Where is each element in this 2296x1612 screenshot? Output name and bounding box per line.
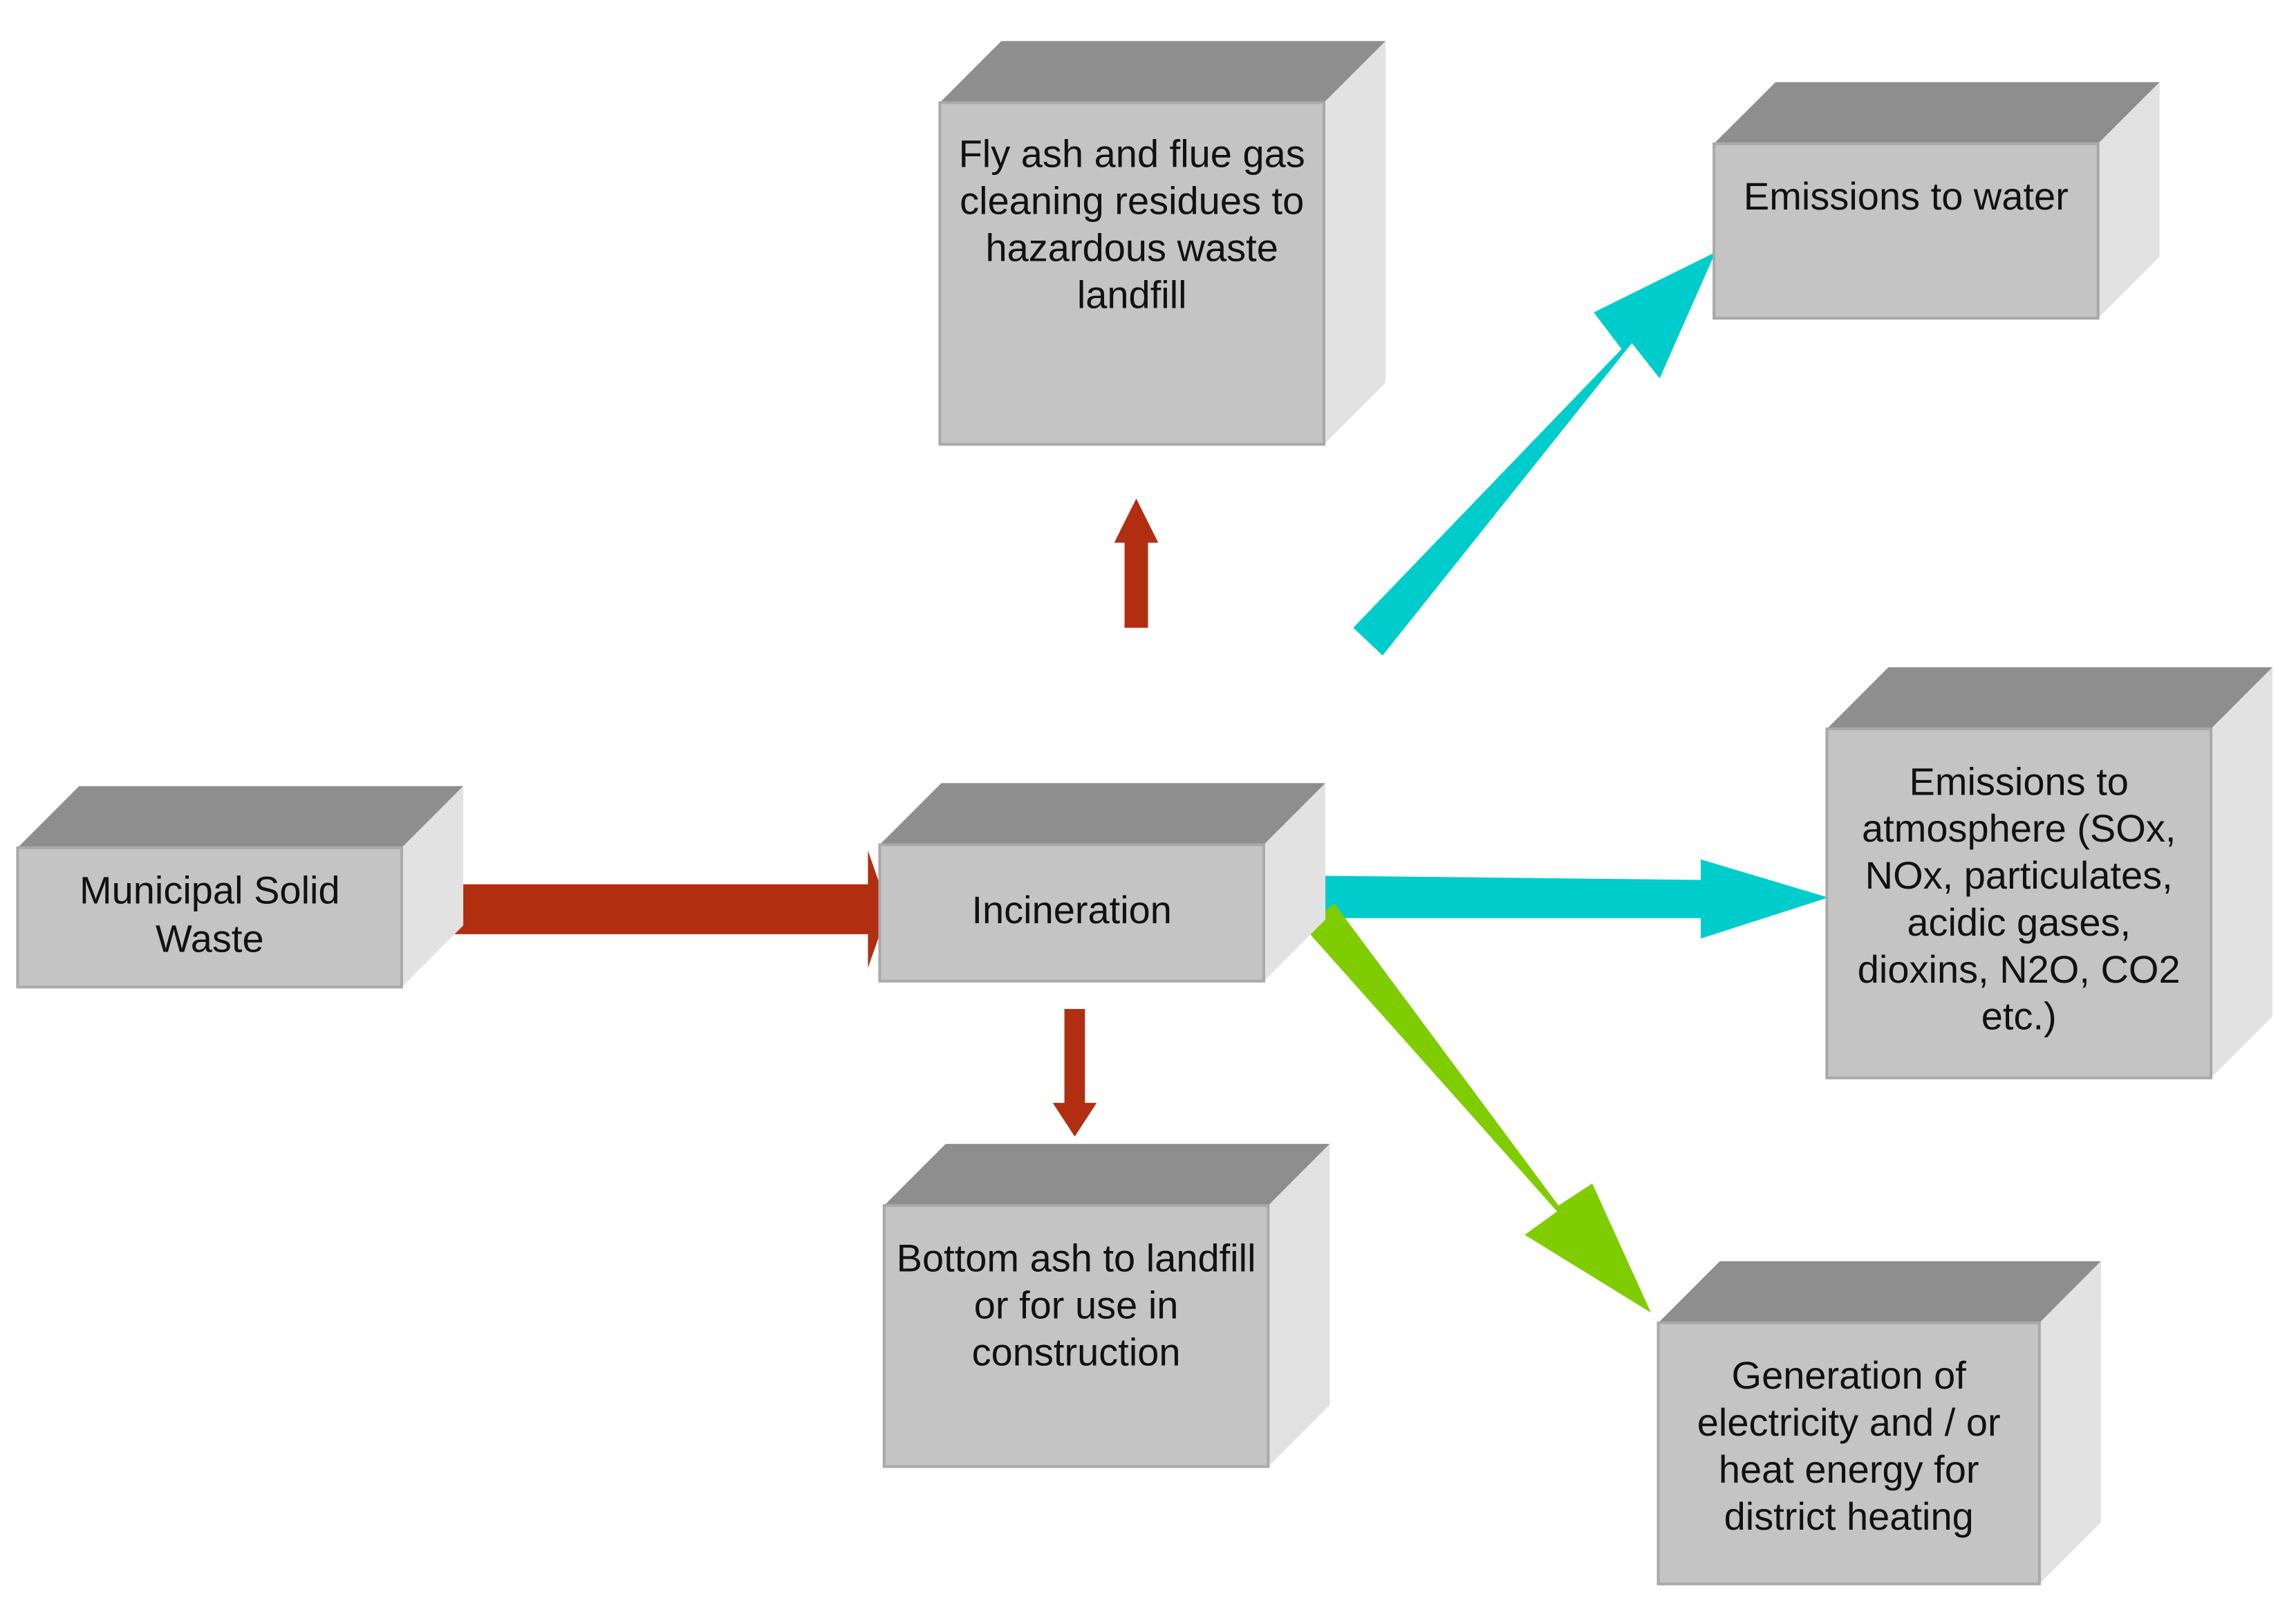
box-top-face [1658, 1261, 2101, 1323]
box-label-line: construction [972, 1330, 1181, 1373]
box-label-line: dioxins, N2O, CO2 [1858, 947, 2181, 991]
box-side-face [2098, 82, 2160, 319]
box-side-face [1268, 1144, 1330, 1467]
box-front-face [1712, 142, 2100, 320]
box-label-line: or for use in [974, 1283, 1179, 1326]
box-label-line: acidic gases, [1907, 900, 2131, 944]
box-label-line: district heating [1724, 1494, 1974, 1538]
box-front-face [1656, 1321, 2041, 1586]
box-top-face [879, 783, 1326, 845]
box-label-line: landfill [1077, 272, 1187, 316]
box-label-line: hazardous waste [986, 225, 1278, 269]
box-label-line: Waste [156, 916, 264, 960]
box-side-face [1324, 41, 1386, 445]
box-front-face [16, 846, 403, 989]
box-label-line: Bottom ash to landfill [897, 1236, 1256, 1280]
arrow-incineration-to-atmosphere [1309, 859, 1829, 939]
arrows-layer [450, 252, 1829, 1313]
box-label: Incineration [971, 888, 1172, 932]
box-label-line: Municipal Solid [80, 868, 340, 911]
box-label-line: Emissions to water [1744, 174, 2069, 218]
box-side-face [402, 786, 464, 988]
box-side-face [1264, 783, 1326, 981]
box-label-line: Incineration [971, 888, 1172, 932]
arrow-incineration-to-fly-ash [1114, 499, 1159, 628]
box-top-face [17, 786, 464, 848]
box-top-face [1827, 667, 2273, 729]
box-label-line: cleaning residues to [960, 179, 1304, 223]
arrow-incineration-to-water [1353, 252, 1716, 656]
box-label-line: atmosphere (SOx, [1862, 806, 2176, 850]
box-label-line: NOx, particulates, [1865, 853, 2173, 897]
box-front-face [878, 843, 1265, 983]
box-front-face [938, 101, 1325, 446]
arrow-incineration-to-bottom-ash [1052, 1009, 1097, 1137]
box-label: Emissions to water [1744, 174, 2069, 218]
box-label-line: Fly ash and flue gas [959, 132, 1305, 176]
box-label-line: Emissions to [1909, 759, 2128, 803]
box-front-face [1825, 728, 2212, 1080]
box-front-face [882, 1204, 1270, 1468]
box-incineration: Incineration [878, 783, 1326, 983]
box-label-line: Generation of [1732, 1353, 1967, 1397]
box-label-line: heat energy for [1719, 1447, 1979, 1491]
box-top-face [1714, 82, 2160, 144]
box-side-face [2211, 667, 2273, 1078]
arrow-incineration-to-energy [1305, 903, 1651, 1313]
arrow-msw-to-incineration [450, 851, 889, 968]
box-top-face [884, 1144, 1330, 1206]
box-top-face [940, 41, 1386, 103]
box-side-face [2039, 1261, 2101, 1584]
box-label-line: etc.) [1981, 994, 2057, 1038]
box-label-line: electricity and / or [1697, 1400, 2001, 1444]
box-emissions-to-water: Emissions to water [1712, 82, 2160, 320]
